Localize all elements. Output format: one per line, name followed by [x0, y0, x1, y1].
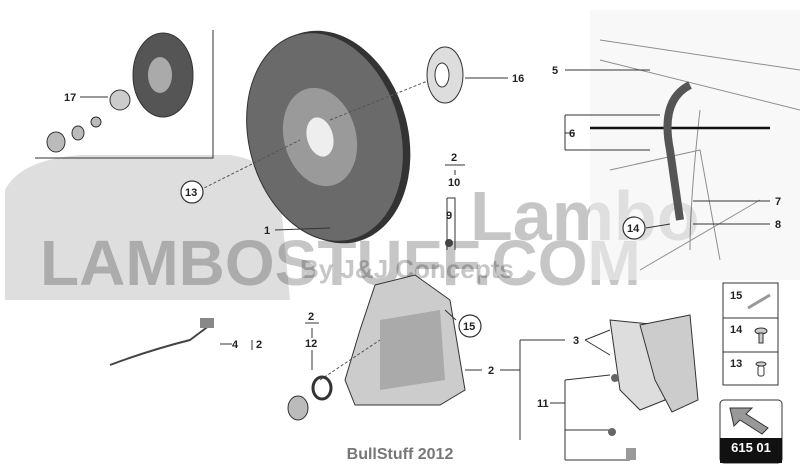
callout-6: 6 — [569, 128, 575, 140]
callout-8: 8 — [775, 219, 781, 231]
wear-sensor — [109, 324, 211, 366]
callout-12: 12 — [305, 338, 317, 350]
wheel-hub — [426, 46, 464, 104]
arrow-up-left-icon — [729, 407, 769, 435]
callout-2b: 2 — [256, 339, 262, 351]
callout-circle-15 — [458, 314, 482, 338]
callout-15: 15 — [463, 321, 475, 333]
legend-13: 13 — [730, 358, 742, 370]
callout-4: 4 — [232, 339, 239, 351]
small-disc — [132, 32, 194, 118]
piston-seals — [287, 375, 333, 421]
legend-15: 15 — [730, 290, 742, 302]
nav-badge-label[interactable]: 615 01 — [731, 440, 771, 455]
callout-7: 7 — [775, 196, 781, 208]
callout-circle-13 — [180, 180, 204, 204]
callout-13: 13 — [185, 187, 197, 199]
hardware-legend: 15 14 13 — [722, 282, 779, 386]
callout-2a: 2 — [451, 152, 457, 164]
legend-14: 14 — [730, 324, 743, 336]
brake-caliper — [344, 274, 466, 406]
inset-frame — [35, 30, 214, 159]
callout-17: 17 — [64, 92, 76, 104]
callout-circle-14 — [622, 216, 646, 240]
watermark-car — [5, 155, 290, 300]
brake-hose — [663, 81, 693, 221]
suspension-photo — [590, 10, 800, 280]
callout-9: 9 — [446, 210, 452, 222]
callout-10: 10 — [448, 177, 460, 189]
bolt-icon — [747, 293, 771, 310]
callout-14: 14 — [627, 223, 640, 235]
callout-1: 1 — [264, 225, 270, 237]
nav-badge-615-01[interactable] — [719, 399, 783, 464]
brake-disc — [246, 30, 411, 244]
callout-3: 3 — [573, 335, 579, 347]
callout-2c: 2 — [308, 311, 314, 323]
hub-small — [109, 89, 131, 111]
footer-credit: BullStuff 2012 — [346, 446, 454, 463]
callout-2d: 2 — [488, 365, 494, 377]
callout-16: 16 — [512, 73, 524, 85]
callout-11: 11 — [537, 398, 549, 410]
brake-pads — [609, 314, 699, 413]
rivet-icon — [755, 361, 767, 377]
screw-icon — [754, 327, 768, 344]
callout-5: 5 — [552, 65, 558, 77]
bearing-small — [46, 116, 102, 153]
